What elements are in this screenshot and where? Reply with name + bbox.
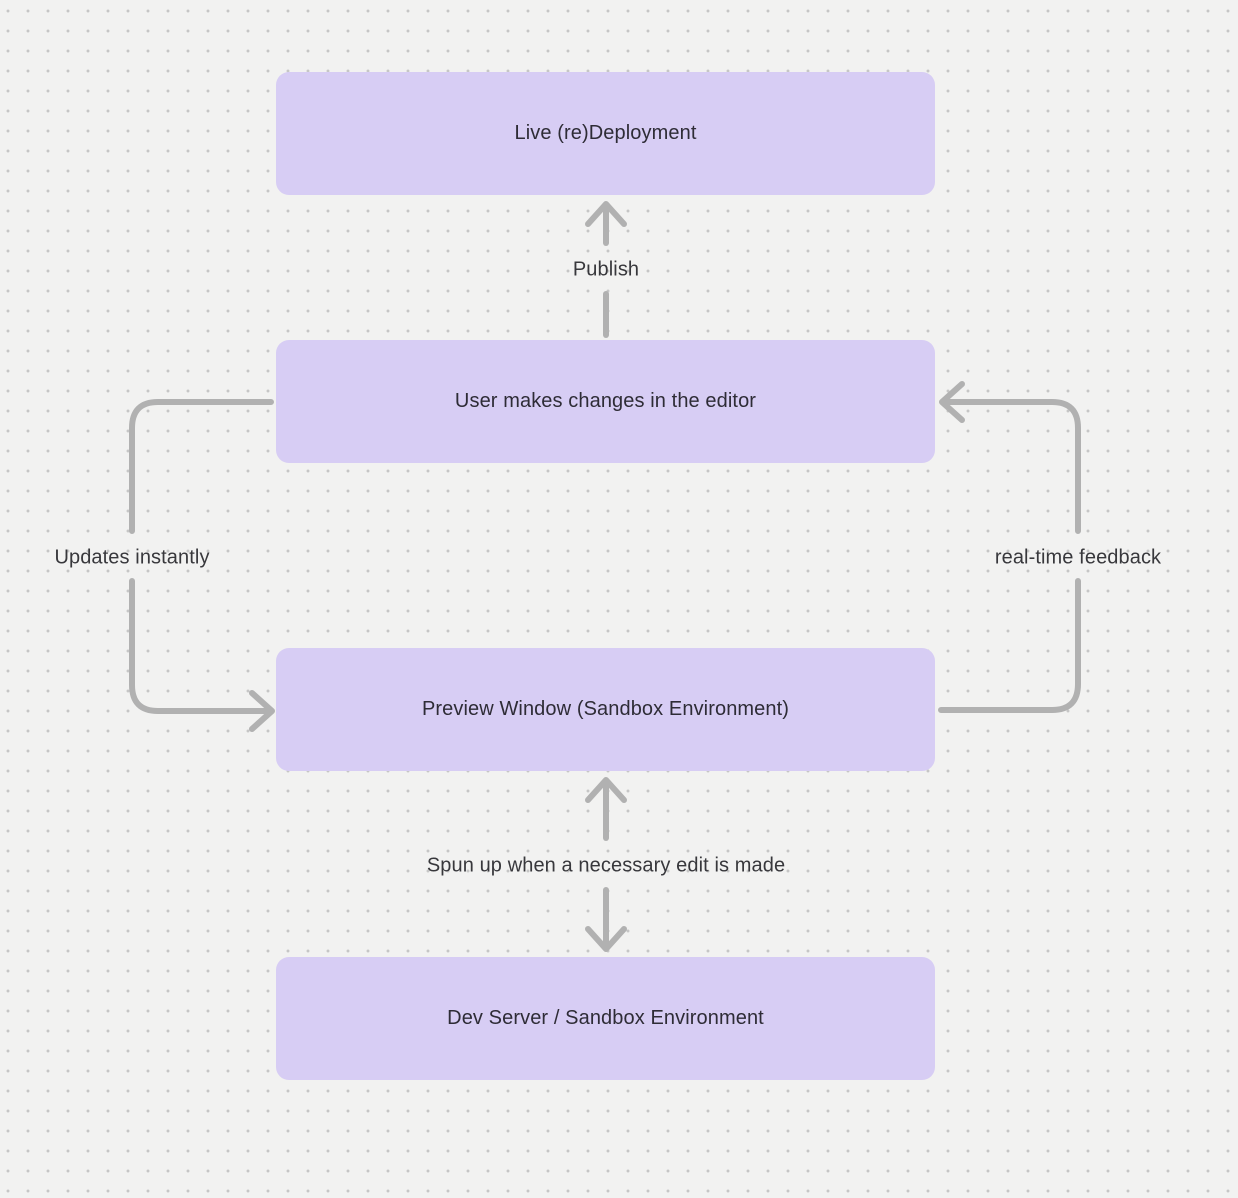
- node-dev-server: Dev Server / Sandbox Environment: [276, 957, 935, 1080]
- updates-arrow-upper-segment: [129, 399, 274, 534]
- edge-label-spun-up: Spun up when a necessary edit is made: [426, 854, 786, 877]
- edge-label-realtime-feedback: real-time feedback: [994, 546, 1162, 569]
- spun-up-arrowhead-down-icon: [585, 926, 627, 952]
- updates-arrowhead-right-icon: [249, 690, 275, 732]
- edge-label-publish: Publish: [572, 258, 640, 281]
- node-editor-changes: User makes changes in the editor: [276, 340, 935, 463]
- node-preview-window: Preview Window (Sandbox Environment): [276, 648, 935, 771]
- spun-up-arrowhead-up-icon: [585, 777, 627, 803]
- publish-arrowhead-up-icon: [585, 201, 627, 227]
- updates-arrow-lower-segment: [129, 578, 269, 714]
- feedback-arrowhead-left-icon: [939, 381, 965, 423]
- edge-label-updates-instantly: Updates instantly: [54, 546, 210, 569]
- node-live-deployment: Live (re)Deployment: [276, 72, 935, 195]
- feedback-arrow-lower-segment: [938, 578, 1081, 713]
- feedback-arrow-upper-segment: [945, 399, 1081, 534]
